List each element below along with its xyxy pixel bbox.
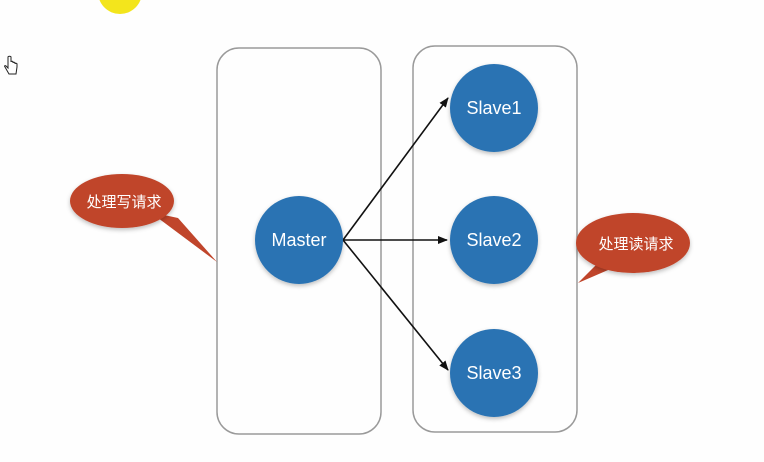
slave2-node: Slave2 (450, 196, 538, 284)
read-callout-label: 处理读请求 (598, 235, 673, 253)
write-callout-label: 处理写请求 (86, 193, 161, 211)
slave2-node-label: Slave2 (466, 230, 521, 250)
master-container (216, 47, 382, 435)
cursor-highlight-dot (99, 0, 141, 14)
arrow-master-slave1 (342, 97, 449, 241)
read-callout: 处理读请求 (576, 213, 690, 283)
slave1-node-label: Slave1 (466, 98, 521, 118)
write-callout: 处理写请求 (70, 174, 217, 262)
master-node-label: Master (271, 230, 326, 250)
hand-pointer-icon (4, 55, 18, 75)
slave3-node: Slave3 (450, 329, 538, 417)
slave1-node: Slave1 (450, 64, 538, 152)
arrow-master-slave3 (342, 239, 449, 371)
master-node: Master (255, 196, 343, 284)
slave3-node-label: Slave3 (466, 363, 521, 383)
